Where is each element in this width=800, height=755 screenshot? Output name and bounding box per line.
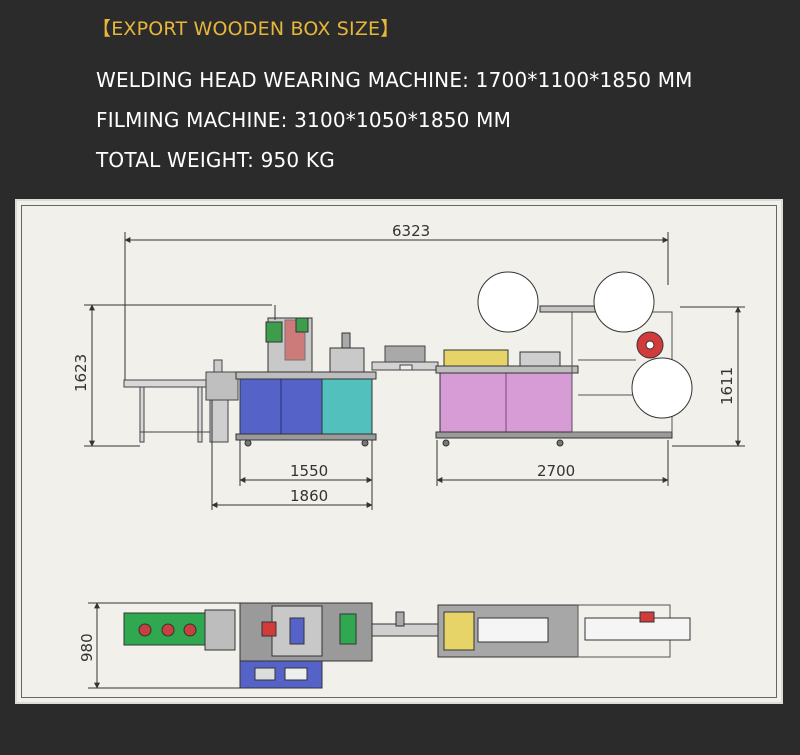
drawing-frame bbox=[21, 205, 777, 698]
top-filming-machine bbox=[437, 604, 691, 658]
top-green-conveyor bbox=[123, 609, 236, 651]
dimension-overall-length bbox=[124, 232, 669, 385]
dim-label-2700: 2700 bbox=[537, 462, 575, 480]
dimension-bottom-lines bbox=[211, 400, 669, 510]
dimension-right-height bbox=[672, 306, 745, 447]
top-bridge-conveyor bbox=[371, 611, 439, 637]
section-heading: 【EXPORT WOODEN BOX SIZE】 bbox=[92, 18, 400, 40]
side-view: 6323 1623 1611 bbox=[72, 222, 745, 510]
filming-machine-body bbox=[435, 271, 693, 447]
dimension-top-width bbox=[88, 602, 240, 689]
dim-label-left-height: 1623 bbox=[72, 354, 90, 392]
top-welding-machine bbox=[239, 602, 373, 689]
dim-label-top-width: 980 bbox=[78, 633, 96, 662]
dim-label-1860: 1860 bbox=[290, 487, 328, 505]
dim-label-right-height: 1611 bbox=[718, 367, 736, 405]
welding-machine-body bbox=[235, 305, 377, 447]
spec-welding-machine: WELDING HEAD WEARING MACHINE: 1700*1100*… bbox=[96, 68, 693, 92]
dim-label-1550: 1550 bbox=[290, 462, 328, 480]
spec-total-weight: TOTAL WEIGHT: 950 KG bbox=[96, 148, 335, 172]
spec-filming-machine: FILMING MACHINE: 3100*1050*1850 MM bbox=[96, 108, 512, 132]
dimension-left-height bbox=[84, 304, 272, 447]
dim-label-overall-length: 6323 bbox=[392, 222, 430, 240]
feed-conveyor bbox=[123, 359, 239, 443]
top-view: 980 bbox=[78, 602, 691, 689]
bridge-conveyor bbox=[371, 345, 439, 371]
